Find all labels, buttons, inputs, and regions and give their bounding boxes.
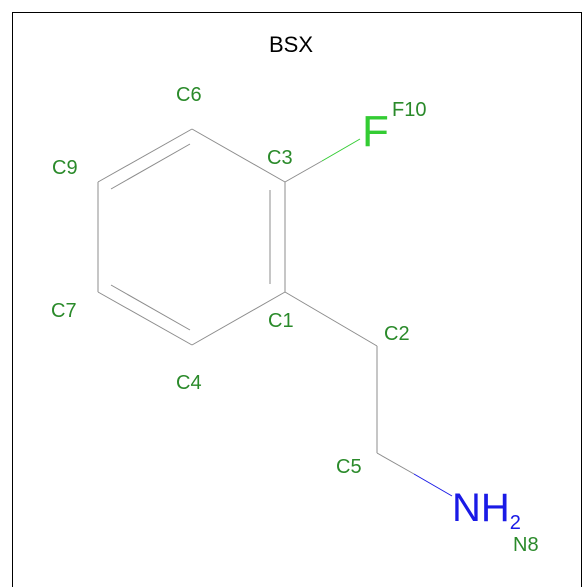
bond-c3-f10-grey <box>284 160 323 183</box>
bond-c4-c7-inner <box>110 284 191 331</box>
atom-label-n8: N8 <box>513 534 539 556</box>
atom-label-c5: C5 <box>336 456 362 478</box>
bond-c5-n8-blue <box>413 473 453 497</box>
atom-label-c1: C1 <box>268 310 294 332</box>
bond-c4-c7 <box>97 291 193 346</box>
bonds <box>97 128 415 475</box>
atom-label-c4: C4 <box>176 372 202 394</box>
nitrogen-symbol: NH2 <box>452 486 521 534</box>
bond-c6-c3 <box>191 128 286 183</box>
atom-label-c2: C2 <box>384 323 410 345</box>
fluorine-symbol: F <box>362 107 389 156</box>
atom-label-f10: F10 <box>392 99 426 121</box>
atom-label-c6: C6 <box>176 84 202 106</box>
bond-c1-c4 <box>191 291 286 346</box>
diagram-border <box>12 12 582 587</box>
atom-label-c7: C7 <box>51 300 77 322</box>
bond-c1-c2 <box>284 291 378 347</box>
bond-c6-c9-inner <box>110 143 191 190</box>
bond-c5-n8-grey <box>376 452 415 475</box>
atom-labels: C6 F10 C3 C9 C7 C1 C2 C4 C5 N8 <box>51 84 539 556</box>
atom-label-c3: C3 <box>267 147 293 169</box>
nitrogen-subscript: 2 <box>510 512 521 534</box>
atom-label-c9: C9 <box>52 157 78 179</box>
bond-c9-c6 <box>97 128 193 183</box>
diagram-title: BSX <box>269 32 313 57</box>
nitrogen-symbol-main: NH <box>452 486 510 530</box>
bond-c3-f10-green <box>321 138 361 162</box>
